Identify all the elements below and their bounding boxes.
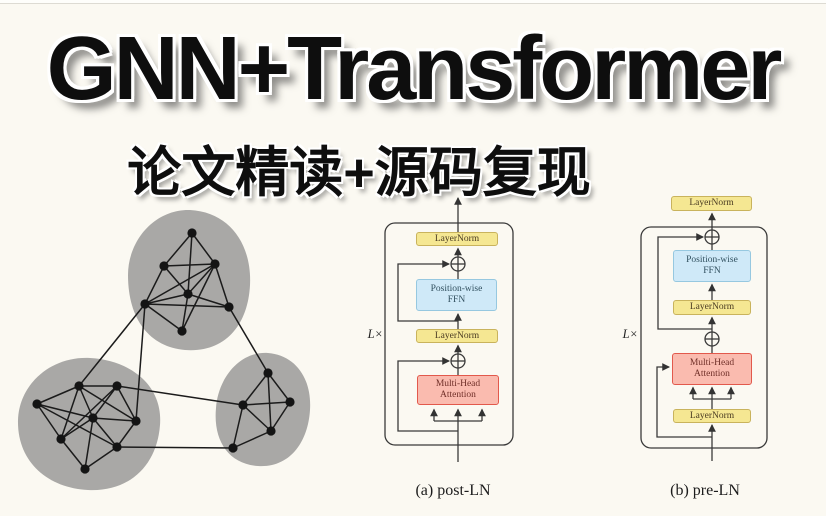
pre-ln-layernorm-bottom-box: LayerNorm [673,409,751,423]
graph-node [238,400,248,410]
graph-edge [116,385,244,406]
post-ln-mha-skip-connection [397,357,458,432]
graph-edge [267,372,272,432]
pre-ln-ffn-box: Position-wise FFN [673,250,751,282]
graph-node [285,397,295,407]
graph-edge [242,372,269,406]
post-ln-ffn-box: Position-wise FFN [416,279,497,311]
graph-edge [92,417,118,448]
graph-edge [232,430,272,449]
graph-edge [116,420,137,448]
graph-edge [78,303,146,387]
top-strip [0,0,826,4]
pre-ln-container [640,226,768,449]
graph-edge [92,417,137,422]
main-title: GNN+Transformer [46,19,783,119]
graph-edge [60,385,118,440]
graph-edge [187,232,193,295]
pre-ln-add-circle-bottom [704,331,720,347]
graph-edge [144,263,216,305]
graph-node [88,413,98,423]
graph-edge [60,417,94,440]
post-ln-add-circle-top [450,256,466,272]
graph-edge [214,263,230,308]
post-ln-layernorm-top-box: LayerNorm [416,232,498,246]
graph-edge [181,293,189,332]
pre-ln-layernorm-mid-box: LayerNorm [673,300,751,315]
graph-edge [163,232,193,267]
pre-ln-add-circle-top [704,229,720,245]
post-ln-add-circle-bottom [450,353,466,369]
graph-node [266,426,276,436]
graph-edge [36,385,80,405]
graph-node [183,289,193,299]
graph-edge [163,265,189,295]
post-ln-loop-count-label: L× [367,327,383,341]
graph-node [80,464,90,474]
graph-edge [191,232,216,265]
graph-edge [187,263,216,295]
graph-node [32,399,42,409]
pre-ln-mha-skip-connection [656,363,712,438]
graph-edge [144,303,183,332]
graph-edge [84,446,118,470]
graph-node [224,302,234,312]
graph-edge [36,403,94,419]
pre-ln-loop-count-label: L× [622,327,638,341]
graph-node [112,381,122,391]
graph-edge [36,403,62,440]
graph-edge [232,404,244,449]
post-ln-ffn-skip-connection [397,260,458,322]
graph-edge [78,385,94,419]
graph-edge [144,293,189,305]
graph-edge [163,263,216,267]
graph-node [140,299,150,309]
graph-edge [135,303,146,422]
post-ln-container [384,222,514,446]
post-ln-mha-box: Multi-Head Attention [417,375,499,405]
graph-node [159,261,169,271]
subtitle: 论文精读+源码复现 [127,143,591,203]
gnn-graph-illustration [17,209,311,491]
graph-node [131,416,141,426]
graph-edge [78,385,137,422]
post-ln-diagram-lines [384,196,514,462]
post-ln-caption: (a) post-LN [415,482,491,499]
pre-ln-caption: (b) pre-LN [670,482,740,499]
graph-edge [267,372,291,403]
graph-node [112,442,122,452]
post-ln-layernorm-mid-box: LayerNorm [416,329,498,343]
graph-edge [92,385,118,419]
graph-node [187,228,197,238]
graph-edge [228,306,269,374]
pre-ln-diagram-lines [640,212,768,461]
graph-edge [187,293,230,308]
graph-edge [116,446,234,449]
graph-edge [116,385,137,422]
pre-ln-layernorm-final-box: LayerNorm [671,196,752,211]
community-blob [17,357,161,491]
graph-edge [144,303,230,308]
graph-edge [36,403,118,448]
community-blob [215,352,311,467]
graph-node [177,326,187,336]
graph-edge [242,404,272,432]
graph-edge [144,265,165,305]
graph-edge [242,401,291,406]
graph-node [263,368,273,378]
graph-edge [60,438,86,470]
graph-node [228,443,238,453]
graph-node [56,434,66,444]
graph-node [74,381,84,391]
pre-ln-mha-box: Multi-Head Attention [672,353,752,385]
pre-ln-ffn-skip-connection [657,233,712,330]
graph-node [210,259,220,269]
graph-edge [84,417,94,470]
graph-edge [270,401,291,432]
